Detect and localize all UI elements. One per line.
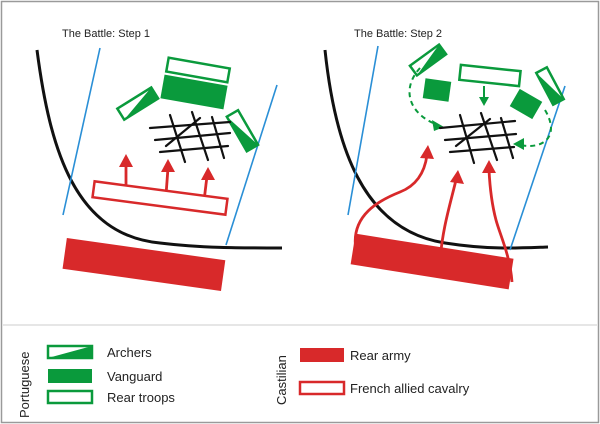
- stream-right: [509, 85, 566, 251]
- flank-arrowhead-left: [432, 120, 444, 131]
- archers-left: [115, 85, 160, 122]
- flank-arrowhead-right: [513, 138, 524, 150]
- stream-right: [225, 84, 278, 246]
- rear-army-arrowheads: [420, 145, 496, 184]
- legend-french-cavalry-text: French allied cavalry: [350, 381, 470, 396]
- panel-step-2: The Battle: Step 2: [323, 28, 566, 290]
- legend-archers-text: Archers: [107, 345, 152, 360]
- legend-vanguard-text: Vanguard: [107, 369, 162, 384]
- legend-vanguard-swatch: [48, 369, 92, 383]
- rear-troops-block: [164, 56, 232, 84]
- rear-troops-block: [457, 63, 522, 88]
- vanguard-block: [160, 74, 228, 110]
- stakes-field: [148, 110, 232, 164]
- legend-rear-army-text: Rear army: [350, 348, 411, 363]
- legend-rear-troops-text: Rear troops: [107, 390, 175, 405]
- vanguard-block-right: [509, 88, 543, 120]
- cavalry-arrowheads: [119, 154, 215, 180]
- stakes-field: [438, 111, 518, 165]
- step-2-title: The Battle: Step 2: [354, 28, 442, 40]
- rear-troops-arrowhead: [479, 97, 489, 106]
- archers-right: [225, 108, 260, 154]
- flank-move-right: [519, 109, 552, 147]
- legend-rear-army-swatch: [300, 348, 344, 362]
- legend-archers-swatch: [46, 344, 94, 360]
- legend-portuguese-label: Portuguese: [17, 352, 32, 419]
- stream-left: [62, 47, 101, 216]
- panel-step-1: The Battle: Step 1: [35, 28, 283, 291]
- legend-french-cavalry-swatch: [298, 380, 346, 396]
- rear-army-block: [62, 238, 226, 291]
- stream-left: [347, 45, 379, 216]
- french-cavalry-block: [91, 179, 229, 217]
- terrain-curve: [323, 49, 549, 250]
- vanguard-block-left: [422, 78, 452, 102]
- flank-move-left: [408, 67, 439, 126]
- step-1-title: The Battle: Step 1: [62, 28, 150, 40]
- legend: Portuguese Archers Vanguard Rear troops …: [17, 344, 470, 419]
- archers-left: [408, 42, 448, 78]
- legend-castilian-label: Castilian: [274, 355, 289, 405]
- legend-rear-troops-swatch: [46, 389, 94, 405]
- rear-army-block: [350, 233, 514, 290]
- archers-right: [534, 65, 566, 107]
- terrain-curve: [35, 49, 283, 250]
